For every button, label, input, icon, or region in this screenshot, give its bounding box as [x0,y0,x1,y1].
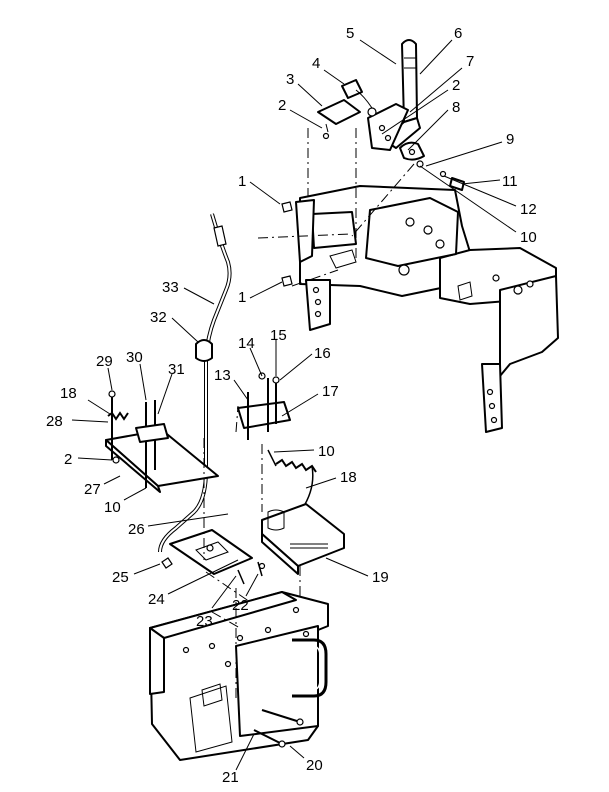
bolt-9-11-12 [416,160,465,191]
callout-13: 13 [214,367,231,384]
lower-frame [149,591,329,761]
handle-loop [292,638,328,698]
callout-14: 14 [238,335,255,352]
callout-22: 22 [232,597,249,614]
bolt-1-lower [281,275,293,287]
cable-33 [158,213,232,553]
callout-18-right: 18 [340,469,357,486]
bolts-30-31 [135,400,169,488]
callout-2-top-right: 2 [452,77,460,94]
callout-15: 15 [270,327,287,344]
nut-2-left [112,456,120,464]
callout-10-left: 10 [104,499,121,516]
leader-lines [71,39,517,771]
callout-17: 17 [322,383,339,400]
callout-12: 12 [520,201,537,218]
spring-18 [267,449,317,513]
bolts-20-21 [253,709,304,748]
plate-19 [261,503,345,575]
callout-11: 11 [502,173,518,190]
callout-4: 4 [312,55,320,72]
spring-lever-8 [399,141,425,161]
callout-24: 24 [148,591,165,608]
callout-9: 9 [506,131,514,148]
callout-5: 5 [346,25,354,42]
callout-23: 23 [196,613,213,630]
callout-26: 26 [128,521,145,538]
callout-20: 20 [306,757,323,774]
spring-28 [107,411,129,421]
bolts-22-23 [237,561,266,585]
callout-29: 29 [96,353,113,370]
clip-32 [195,339,213,362]
callout-33: 33 [162,279,179,296]
callout-30: 30 [126,349,143,366]
main-support-bracket [295,185,559,433]
callout-10-mid: 10 [318,443,335,460]
nut-25 [161,557,173,569]
callout-21: 21 [222,769,239,786]
callout-18-left: 18 [60,385,77,402]
callout-25: 25 [112,569,129,586]
callout-3: 3 [286,71,294,88]
bracket-17 [237,372,291,440]
callout-7: 7 [466,53,474,70]
callout-10-top: 10 [520,229,537,246]
callout-28: 28 [46,413,63,430]
callout-1-upper: 1 [238,173,246,190]
callout-16: 16 [314,345,331,362]
callout-31: 31 [168,361,185,378]
bracket-24 [169,529,253,575]
callout-32: 32 [150,309,167,326]
callout-labels: 5 6 4 7 3 2 2 8 9 11 1 12 10 33 1 32 15 … [46,25,537,786]
lever-plate-7 [367,103,409,151]
callout-2-top-left: 2 [278,97,286,114]
callout-2-left: 2 [64,451,72,468]
callout-1-lower: 1 [238,289,246,306]
bolt-29 [108,390,116,460]
callout-19: 19 [372,569,389,586]
switch-4 [341,79,377,117]
bolt-1-upper [281,201,293,213]
callout-27: 27 [84,481,101,498]
callout-8: 8 [452,99,460,116]
bracket-3 [317,99,361,140]
callout-6: 6 [454,25,462,42]
